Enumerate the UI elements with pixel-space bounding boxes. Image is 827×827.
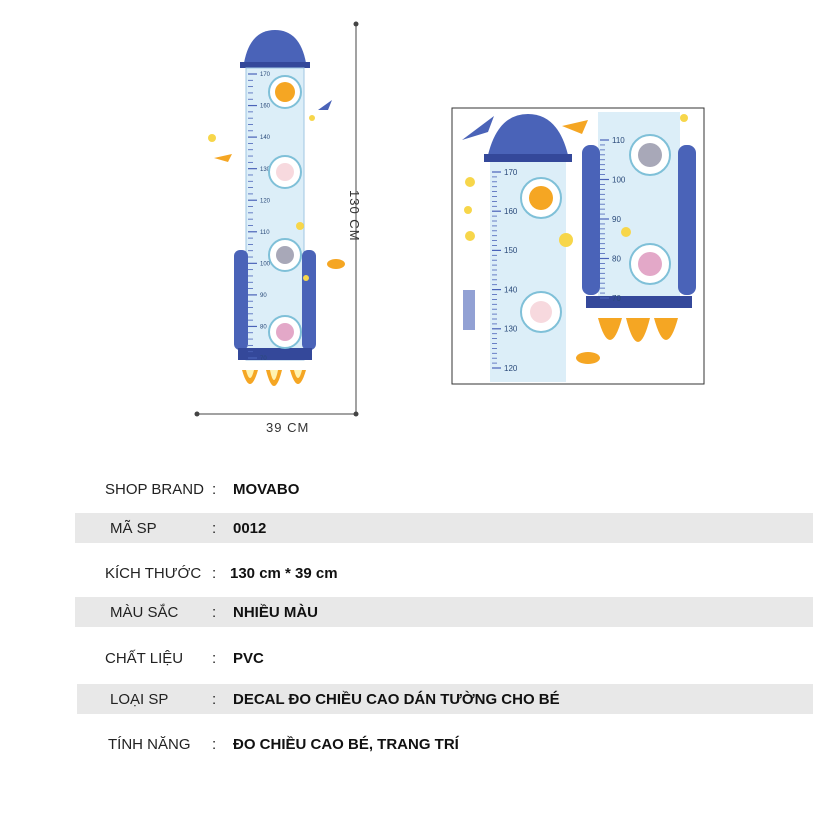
right-photo-frame: 170 160 150 140 130 120 110 100 90 80 70 — [451, 107, 705, 385]
spec-separator: : — [212, 520, 217, 537]
ruler-tick-label: 140 — [260, 135, 271, 141]
ruler-tick-label: 130 — [260, 167, 271, 173]
spec-label: SHOP BRAND — [105, 481, 204, 498]
spec-separator: : — [212, 604, 217, 621]
right-rocket-nose-band — [484, 154, 572, 162]
ruler-tick-label: 80 — [260, 325, 267, 331]
spec-label: LOẠI SP — [110, 691, 169, 708]
ruler-tick-label: 110 — [260, 230, 270, 236]
spec-row-sku: MÃ SP : 0012 — [75, 513, 813, 543]
right-ruler: 170 160 150 140 130 120 — [492, 168, 518, 373]
ruler-tick-label: 170 — [504, 168, 518, 177]
height-dimension-label: 130 CM — [347, 190, 362, 242]
ruler-tick-label: 140 — [504, 285, 518, 294]
spec-value: 0012 — [233, 520, 267, 537]
spec-value: DECAL ĐO CHIỀU CAO DÁN TƯỜNG CHO BÉ — [233, 691, 560, 708]
spec-label: CHẤT LIỆU — [105, 650, 184, 667]
left-rocket-flames — [242, 370, 306, 386]
left-rocket: 170 160 140 130 120 110 100 90 80 70 — [208, 30, 345, 386]
spec-row-material: CHẤT LIỆU : PVC — [0, 643, 827, 673]
spec-row-feature: TÍNH NĂNG : ĐO CHIỀU CAO BÉ, TRANG TRÍ — [0, 729, 827, 759]
spec-label: MÃ SP — [110, 520, 157, 537]
width-dimension-label: 39 CM — [266, 420, 310, 435]
width-dimension-end-left — [194, 411, 200, 417]
spec-row-type: LOẠI SP : DECAL ĐO CHIỀU CAO DÁN TƯỜNG C… — [77, 684, 813, 714]
spec-row-brand: SHOP BRAND : MOVABO — [0, 474, 827, 504]
spec-row-color: MÀU SẮC : NHIỀU MÀU — [75, 597, 813, 627]
spec-value: MOVABO — [233, 481, 300, 498]
ruler-tick-label: 150 — [504, 246, 518, 255]
right-decor-stars — [462, 114, 688, 364]
ruler-tick-label: 160 — [504, 207, 518, 216]
right-rocket-nose — [488, 114, 568, 155]
ruler-tick-label: 120 — [504, 364, 518, 373]
second-ruler: 110 100 90 80 70 — [600, 136, 626, 303]
ruler-tick-label: 120 — [260, 198, 271, 204]
ruler-tick-label: 90 — [260, 293, 267, 299]
left-rocket-fin-left — [234, 250, 248, 350]
ruler-tick-label: 80 — [612, 254, 621, 263]
left-rocket-base — [238, 348, 312, 360]
ruler-tick-label: 70 — [260, 356, 267, 362]
spec-row-size: KÍCH THƯỚC : 130 cm * 39 cm — [0, 558, 827, 588]
spec-label: MÀU SẮC — [110, 604, 179, 621]
spec-separator: : — [212, 691, 217, 708]
ruler-tick-label: 160 — [260, 104, 271, 110]
spec-separator: : — [212, 481, 217, 498]
spec-separator: : — [212, 650, 217, 667]
left-decor-stars — [208, 100, 345, 281]
second-rocket-flames — [598, 318, 678, 342]
spec-value: PVC — [233, 650, 264, 667]
spec-value: NHIỀU MÀU — [233, 604, 318, 621]
spec-separator: : — [212, 565, 217, 582]
height-dimension-end-top — [353, 21, 359, 27]
ruler-tick-label: 90 — [612, 215, 621, 224]
spec-label: TÍNH NĂNG — [108, 736, 191, 753]
left-rocket-nose-band — [240, 62, 310, 68]
left-ruler: 170 160 140 130 120 110 100 90 80 70 — [248, 72, 271, 362]
product-illustration: 170 160 140 130 120 110 100 90 80 70 — [194, 21, 705, 417]
ruler-tick-label: 170 — [260, 72, 271, 78]
left-rocket-fin-right — [302, 250, 316, 350]
left-rocket-body — [245, 67, 305, 361]
spec-value: ĐO CHIỀU CAO BÉ, TRANG TRÍ — [233, 736, 459, 753]
ruler-tick-label: 100 — [260, 261, 271, 267]
spec-label: KÍCH THƯỚC — [105, 565, 202, 582]
left-rocket-portholes — [268, 75, 302, 349]
spec-value: 130 cm * 39 cm — [230, 565, 338, 582]
ruler-tick-label: 110 — [612, 136, 625, 145]
left-rocket-nose — [244, 30, 306, 63]
ruler-tick-label: 70 — [612, 294, 621, 303]
spec-separator: : — [212, 736, 217, 753]
ruler-tick-label: 100 — [612, 175, 626, 184]
ruler-tick-label: 130 — [504, 325, 518, 334]
